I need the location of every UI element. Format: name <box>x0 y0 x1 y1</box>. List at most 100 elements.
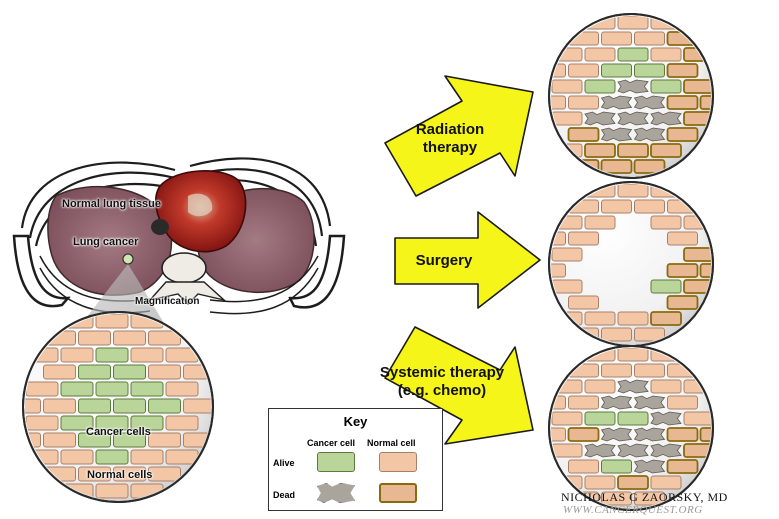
normal-cell <box>95 483 129 499</box>
key-col-cancer: Cancer cell <box>307 438 356 448</box>
normal-cell <box>634 199 665 214</box>
lung-cancer-marker <box>122 253 134 265</box>
normal-cell <box>148 364 181 380</box>
dead-cell <box>683 247 711 262</box>
dead-cell <box>567 427 600 442</box>
systemic-label-line2: (e.g. chemo) <box>397 382 487 399</box>
normal-cell <box>568 95 599 110</box>
normal-cell <box>667 231 698 246</box>
cancer-cell <box>95 381 129 397</box>
cancer-cell <box>113 432 146 448</box>
normal-cell <box>130 347 164 363</box>
dead-cell <box>683 443 711 458</box>
magnification-label: Magnification <box>135 296 200 307</box>
normal-cell <box>551 111 583 126</box>
dead-cell <box>650 443 682 458</box>
normal-cell <box>568 231 599 246</box>
normal-cell <box>78 466 111 482</box>
dead-cell <box>584 443 616 458</box>
normal-cell <box>148 466 181 482</box>
dead-cell <box>666 63 699 78</box>
normal-cell <box>601 31 632 46</box>
normal-cell <box>113 330 146 346</box>
cancer-cell <box>148 398 181 414</box>
normal-cell <box>568 63 599 78</box>
dead-cell <box>633 159 666 174</box>
cancer-cell <box>130 415 164 431</box>
cancer-cell <box>113 398 146 414</box>
normal-cell <box>60 449 94 465</box>
normal-cell <box>667 395 698 410</box>
systemic-label-line1: Systemic therapy <box>379 364 505 381</box>
normal-cell <box>584 379 616 394</box>
normal-cell <box>165 381 199 397</box>
swatch-normal-alive <box>379 452 417 472</box>
dead-cell <box>633 427 666 442</box>
normal-cell <box>551 79 583 94</box>
normal-cell <box>568 459 599 474</box>
dead-cell <box>600 95 633 110</box>
dead-cell <box>567 127 600 142</box>
cancer-cell <box>617 47 649 62</box>
normal-cell <box>634 491 665 506</box>
dead-cell <box>666 95 699 110</box>
normal-cell <box>650 475 682 490</box>
surgery-arrow <box>394 211 541 309</box>
cancer-cell <box>60 415 94 431</box>
normal-cell <box>25 381 59 397</box>
normal-cell <box>584 47 616 62</box>
normal-cell <box>130 449 164 465</box>
dead-cell <box>633 95 666 110</box>
cancer-cell <box>95 449 129 465</box>
normal-cell <box>25 398 41 414</box>
normal-cell <box>634 31 665 46</box>
normal-cell <box>650 379 682 394</box>
key-title: Key <box>343 414 368 429</box>
dead-cell <box>683 279 711 294</box>
normal-cell <box>551 231 566 246</box>
author-credit: NICHOLAS G ZAORSKY, MD <box>561 490 728 504</box>
cancer-cell <box>601 63 632 78</box>
surgery-label: Surgery <box>415 252 473 269</box>
normal-cell <box>551 443 583 458</box>
normal-cell <box>617 16 649 30</box>
lung-cancer-label: Lung cancer <box>73 236 139 248</box>
dead-cell <box>633 127 666 142</box>
cancer-cell <box>60 381 94 397</box>
normal-cell <box>551 247 583 262</box>
site-credit: WWW.CANCERQUEST.ORG <box>563 504 703 516</box>
dead-cell <box>600 395 633 410</box>
dead-cell <box>617 143 649 158</box>
dead-cell <box>666 263 699 278</box>
normal-cell <box>95 314 129 329</box>
normal-cell <box>25 432 41 448</box>
cancer-cell <box>601 459 632 474</box>
normal-cell <box>601 199 632 214</box>
key-row-dead: Dead <box>273 490 296 500</box>
dead-cell <box>666 427 699 442</box>
cancer-cell <box>584 411 616 426</box>
normal-cell <box>683 411 711 426</box>
dead-cell <box>633 459 666 474</box>
dead-cell <box>683 79 711 94</box>
cancer-cell <box>634 63 665 78</box>
vertebra <box>161 252 207 284</box>
radiation-arrow <box>384 75 534 197</box>
normal-cell <box>165 415 199 431</box>
cancer-cell <box>95 347 129 363</box>
normal-cell <box>25 415 59 431</box>
normal-cell <box>650 47 682 62</box>
radiation-therapy-label: Radiation therapy <box>405 121 495 157</box>
cancer-cell <box>113 364 146 380</box>
dead-cell <box>617 475 649 490</box>
dead-cell <box>584 111 616 126</box>
normal-cell <box>551 427 566 442</box>
normal-cell <box>551 279 583 294</box>
swatch-cancer-alive <box>317 452 355 472</box>
cancer-cell <box>650 79 682 94</box>
dead-cell <box>617 379 649 394</box>
normal-cell <box>601 491 632 506</box>
normal-cell <box>634 327 665 342</box>
normal-cell <box>551 95 566 110</box>
dead-cell <box>600 159 633 174</box>
